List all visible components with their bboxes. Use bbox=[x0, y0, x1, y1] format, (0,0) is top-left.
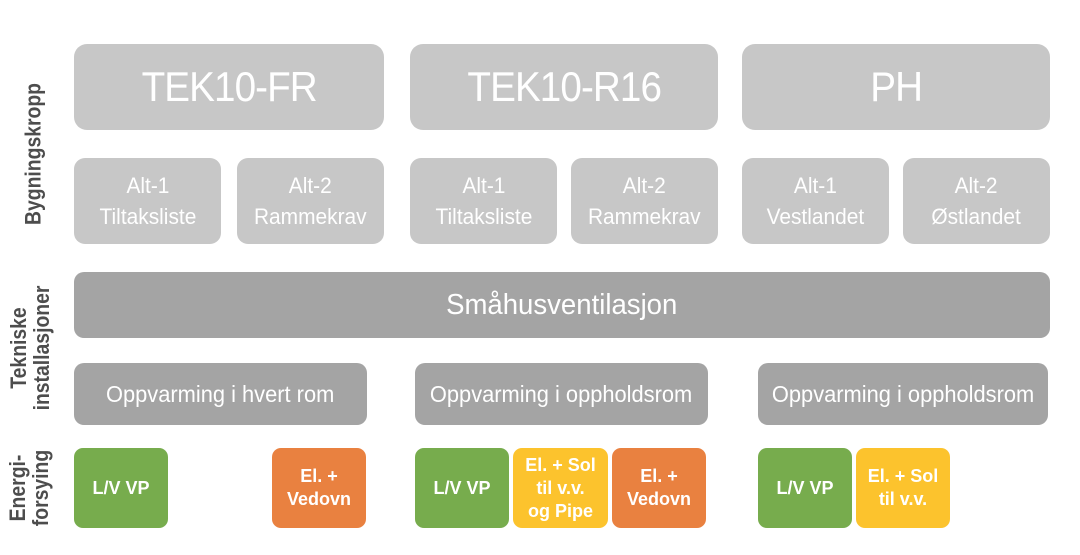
header-ph: PH bbox=[742, 44, 1050, 130]
heating-box-ph: Oppvarming i oppholdsrom bbox=[758, 363, 1048, 425]
row-label-building-envelope: Bygningskropp bbox=[20, 83, 46, 225]
header-tek10-r16: TEK10-R16 bbox=[410, 44, 718, 130]
row-label-technical-installations: Tekniske installasjoner bbox=[6, 285, 54, 411]
energy-box-el-sol-ph: El. + Sol til v.v. bbox=[856, 448, 950, 528]
energy-box-el-vedovn-tek10r16: El. + Vedovn bbox=[612, 448, 706, 528]
alt-box-ph-alt1: Alt-1 Vestlandet bbox=[742, 158, 889, 244]
energy-box-lv-vp-tek10fr: L/V VP bbox=[74, 448, 168, 528]
energy-box-lv-vp-tek10r16: L/V VP bbox=[415, 448, 509, 528]
heating-box-tek10fr: Oppvarming i hvert rom bbox=[74, 363, 367, 425]
energy-box-el-sol-pipe-tek10r16: El. + Sol til v.v. og Pipe bbox=[513, 448, 608, 528]
header-tek10-fr: TEK10-FR bbox=[74, 44, 384, 130]
alt-box-tek10fr-alt2: Alt-2 Rammekrav bbox=[237, 158, 384, 244]
ventilation-bar: Småhusventilasjon bbox=[74, 272, 1050, 338]
heating-box-tek10r16: Oppvarming i oppholdsrom bbox=[415, 363, 708, 425]
alt-box-tek10r16-alt2: Alt-2 Rammekrav bbox=[571, 158, 718, 244]
alt-box-ph-alt2: Alt-2 Østlandet bbox=[903, 158, 1050, 244]
energy-box-lv-vp-ph: L/V VP bbox=[758, 448, 852, 528]
alt-box-tek10fr-alt1: Alt-1 Tiltaksliste bbox=[74, 158, 221, 244]
energy-box-el-vedovn-tek10fr: El. + Vedovn bbox=[272, 448, 366, 528]
alt-box-tek10r16-alt1: Alt-1 Tiltaksliste bbox=[410, 158, 557, 244]
row-label-energy-supply: Energi- forsying bbox=[5, 449, 53, 527]
